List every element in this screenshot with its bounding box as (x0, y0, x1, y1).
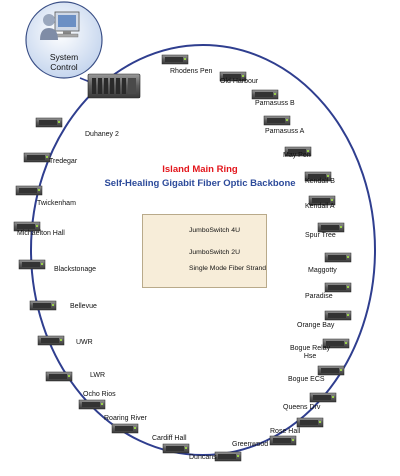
computer-icon (40, 11, 80, 40)
node-label: Ocho Rios (83, 391, 116, 398)
jumboswitch-2u-node (251, 89, 279, 100)
node-label: May Pen (283, 152, 311, 159)
node-label: Blackstonage (54, 266, 97, 273)
jumboswitch-2u-node (263, 115, 291, 126)
jumboswitch-2u-node (296, 417, 324, 428)
nodes-layer (13, 54, 352, 462)
node-label: Tredegar (49, 158, 78, 165)
jumboswitch-2u-node (324, 310, 352, 321)
jumboswitch-2u-node (219, 71, 247, 82)
jumboswitch-2u-node (162, 443, 190, 454)
jumboswitch-2u-node (317, 365, 345, 376)
jumboswitch-2u-node (309, 392, 337, 403)
jumboswitch-2u-node (37, 335, 65, 346)
node-label: Spur Tree (305, 232, 336, 239)
node-label: Michaelton Hall (17, 230, 65, 237)
node-label: Bogue ECS (288, 376, 325, 383)
jumboswitch-2u-node (23, 152, 51, 163)
node-label: Maggotty (308, 267, 337, 274)
jumboswitch-2u-node (269, 435, 297, 446)
fiber-ring (30, 44, 376, 456)
node-label: Orange Bay (297, 322, 335, 329)
legend-box: JumboSwitch 4U JumboSwitch 2U Single Mod… (142, 214, 267, 288)
jumboswitch-2u-node (15, 185, 43, 196)
node-label: Roaring River (104, 415, 147, 422)
diagram-subtitle: Self-Healing Gigabit Fiber Optic Backbon… (104, 178, 296, 189)
jumboswitch-2u-node (284, 146, 312, 157)
node-label: Kendall B (305, 178, 335, 185)
diagram-title: Island Main Ring (162, 164, 238, 175)
node-label: Cardiff Hall (152, 435, 187, 442)
jumboswitch-2u-node (161, 54, 189, 65)
node-label: Rhodens Pen (170, 68, 213, 75)
node-label: UWR (76, 339, 93, 346)
system-control-label: System Control (49, 52, 79, 72)
legend-fiber-label: Single Mode Fiber Strand (189, 265, 267, 272)
node-label: Queens Drv (283, 404, 321, 411)
node-label: Twickenham (37, 200, 76, 207)
legend-4u-label: JumboSwitch 4U (189, 227, 240, 234)
jumboswitch-2u-node (18, 259, 46, 270)
node-label: Parnasuss A (265, 128, 305, 135)
jumboswitch-2u-node (111, 423, 139, 434)
node-label: Old Harbour (220, 78, 259, 85)
node-label: Parnasuss B (255, 100, 295, 107)
jumboswitch-2u-node (324, 282, 352, 293)
jumboswitch-2u-node (45, 371, 73, 382)
jumboswitch-2u-node (13, 221, 41, 232)
jumboswitch-2u-node (324, 252, 352, 263)
jumboswitch-2u-node (308, 195, 336, 206)
node-label: Bellevue (70, 303, 97, 310)
node-label: Duhaney 2 (85, 131, 119, 138)
jumboswitch-4u-main (87, 73, 141, 99)
jumboswitch-2u-node (78, 399, 106, 410)
jumboswitch-2u-node (304, 171, 332, 182)
node-label: Rose Hall (270, 428, 301, 435)
jumboswitch-2u-node (322, 338, 350, 349)
jumboswitch-2u-node (35, 117, 63, 128)
jumboswitch-2u-node (317, 222, 345, 233)
jumboswitch-2u-node (29, 300, 57, 311)
node-label: Duncans (189, 454, 217, 461)
node-label: Greenwood (232, 441, 269, 448)
jumboswitch-2u-node (214, 451, 242, 462)
node-label: Kendall A (305, 203, 335, 210)
node-label: LWR (90, 372, 106, 379)
legend-2u-label: JumboSwitch 2U (189, 249, 240, 256)
node-label: Paradise (305, 293, 333, 300)
